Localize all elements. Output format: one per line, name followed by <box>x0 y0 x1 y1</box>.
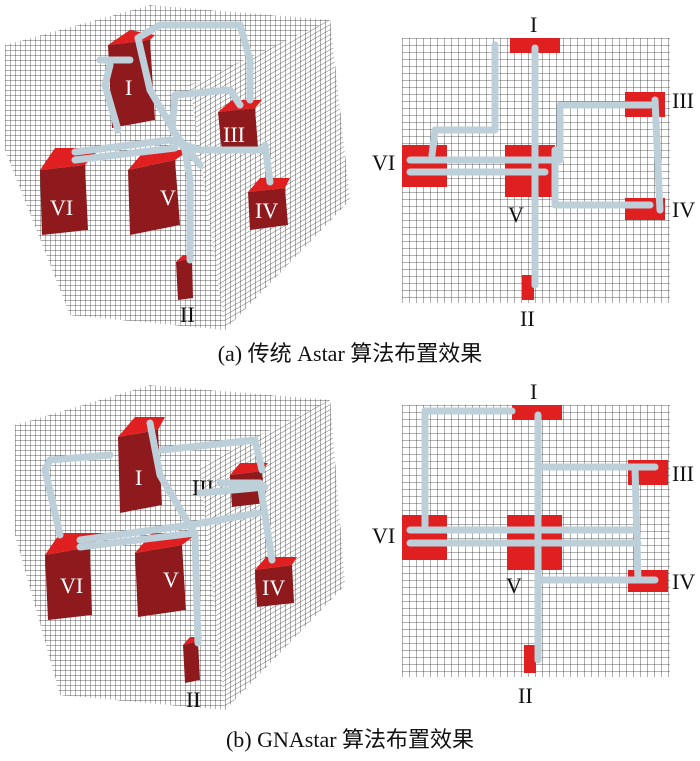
plan-b-equipment-II <box>524 645 536 673</box>
plan-label-V: V <box>508 202 524 227</box>
label-b-I: I <box>135 465 142 490</box>
plan-b-label-II: II <box>518 683 533 708</box>
label-I: I <box>125 75 132 100</box>
plan-b-label-I: I <box>530 379 537 404</box>
panel-a-plan-svg: I III VI V IV II <box>372 12 695 331</box>
plan-b-label-V: V <box>506 573 522 598</box>
label-III: III <box>223 122 245 147</box>
plan-equipment-II <box>522 275 534 300</box>
pipes-a-3d <box>71 21 274 264</box>
panel-a-3d-view: I III VI V IV II <box>0 0 350 330</box>
panel-a-plan-view: I III VI V IV II <box>370 0 700 331</box>
equipment-IV: IV <box>248 178 290 230</box>
pipes-b-3d <box>41 419 276 647</box>
panel-a-3d-svg: I III VI V IV II <box>5 5 350 330</box>
label-b-II: II <box>186 687 201 712</box>
plan-label-VI: VI <box>372 150 395 175</box>
label-b-VI: VI <box>60 573 83 598</box>
equipment-VI: VI <box>40 148 100 235</box>
plan-label-II: II <box>520 306 535 330</box>
equipment-IV-b: IV <box>255 557 297 607</box>
plan-equipment-VI <box>402 145 447 187</box>
pipes-b-plan <box>406 407 659 664</box>
plan-b-label-VI: VI <box>372 523 395 548</box>
label-II: II <box>180 302 195 327</box>
label-V: V <box>160 185 176 210</box>
panel-b-plan-svg: I III VI V IV II <box>372 379 695 708</box>
label-IV: IV <box>255 198 278 223</box>
plan-b-label-IV: IV <box>672 569 695 594</box>
caption-b: (b) GNAstar 算法布置效果 <box>225 727 475 752</box>
label-b-IV: IV <box>262 575 285 600</box>
plan-label-I: I <box>530 12 537 37</box>
label-VI: VI <box>50 195 73 220</box>
plan-label-IV: IV <box>672 197 695 222</box>
panel-b-3d-view: I III VI V IV II <box>0 375 350 715</box>
label-b-V: V <box>163 567 179 592</box>
caption-a: (a) 传统 Astar 算法布置效果 <box>217 341 483 366</box>
label-b-III: III <box>192 475 214 500</box>
plan-b-label-III: III <box>672 461 694 486</box>
panel-b-plan-view: I III VI V IV II <box>370 375 700 715</box>
grid-top-face <box>5 5 330 85</box>
panel-b-3d-svg: I III VI V IV II <box>15 385 345 712</box>
plan-label-III: III <box>672 88 694 113</box>
pipes-a-plan <box>406 41 664 289</box>
grid-top-face-b <box>15 385 330 465</box>
